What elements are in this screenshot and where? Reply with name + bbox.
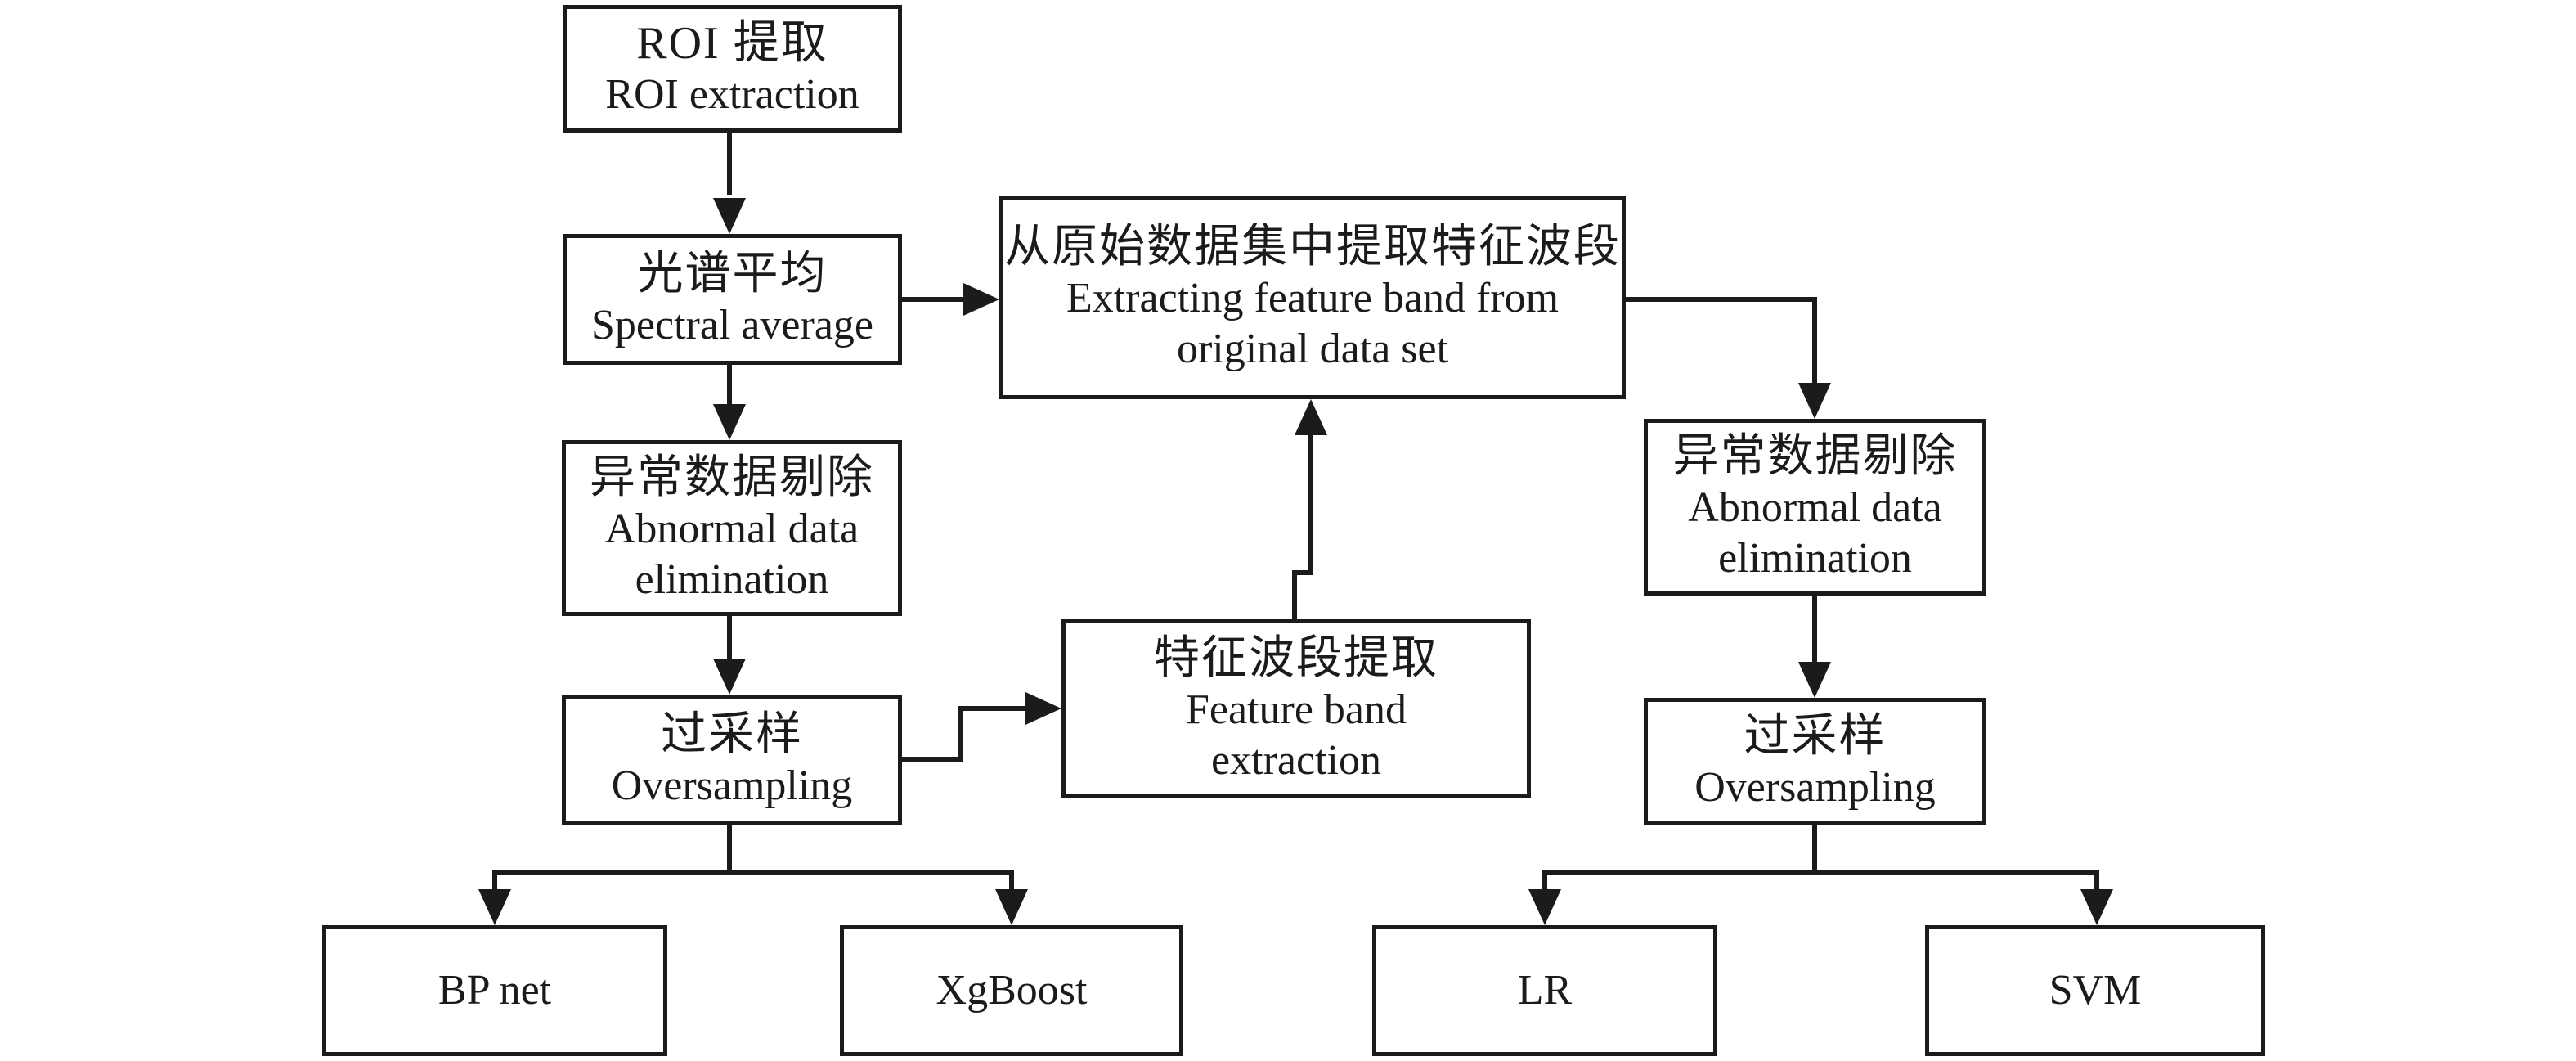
node-feature-band-extraction-label-en: Feature band extraction [1185, 686, 1407, 784]
node-lr: LR [1372, 925, 1717, 1056]
node-abnormal-data-elimination-left: 异常数据剔除 Abnormal data elimination [562, 440, 902, 616]
node-feature-band-extraction: 特征波段提取 Feature band extraction [1061, 619, 1531, 798]
node-abnormal-left-label-zh: 异常数据剔除 [590, 452, 874, 503]
node-oversampling-right: 过采样 Oversampling [1644, 698, 1986, 825]
node-svm: SVM [1925, 925, 2265, 1056]
node-bp-net: BP net [322, 925, 667, 1056]
node-roi-extraction: ROI 提取 ROI extraction [563, 5, 902, 133]
node-spectral-average: 光谱平均 Spectral average [563, 234, 902, 365]
node-extract-feature-band-original-label-en: Extracting feature band from original da… [1066, 275, 1560, 372]
node-roi-extraction-label-en: ROI extraction [605, 71, 859, 118]
node-abnormal-right-label-en: Abnormal data elimination [1688, 484, 1942, 582]
node-abnormal-left-label-en: Abnormal data elimination [604, 505, 859, 603]
node-abnormal-data-elimination-right: 异常数据剔除 Abnormal data elimination [1644, 419, 1986, 596]
node-oversampling-right-label-en: Oversampling [1694, 764, 1936, 811]
node-spectral-average-label-en: Spectral average [590, 302, 873, 348]
node-oversampling-right-label-zh: 过采样 [1744, 711, 1887, 762]
node-feature-band-extraction-label-zh: 特征波段提取 [1154, 632, 1438, 684]
node-lr-label: LR [1517, 967, 1573, 1014]
node-xgboost-label: XgBoost [936, 967, 1088, 1014]
node-oversampling-left: 过采样 Oversampling [562, 695, 902, 825]
node-oversampling-left-label-en: Oversampling [611, 762, 853, 809]
node-xgboost: XgBoost [840, 925, 1183, 1056]
node-abnormal-right-label-zh: 异常数据剔除 [1672, 431, 1958, 482]
node-bp-net-label: BP net [438, 967, 552, 1014]
node-spectral-average-label-zh: 光谱平均 [637, 249, 828, 299]
node-roi-extraction-label-zh: ROI 提取 [636, 18, 828, 69]
node-svm-label: SVM [2049, 967, 2142, 1014]
node-extract-feature-band-original: 从原始数据集中提取特征波段 Extracting feature band fr… [999, 196, 1626, 399]
node-extract-feature-band-original-label-zh: 从原始数据集中提取特征波段 [1004, 222, 1621, 272]
node-oversampling-left-label-zh: 过采样 [661, 709, 803, 760]
